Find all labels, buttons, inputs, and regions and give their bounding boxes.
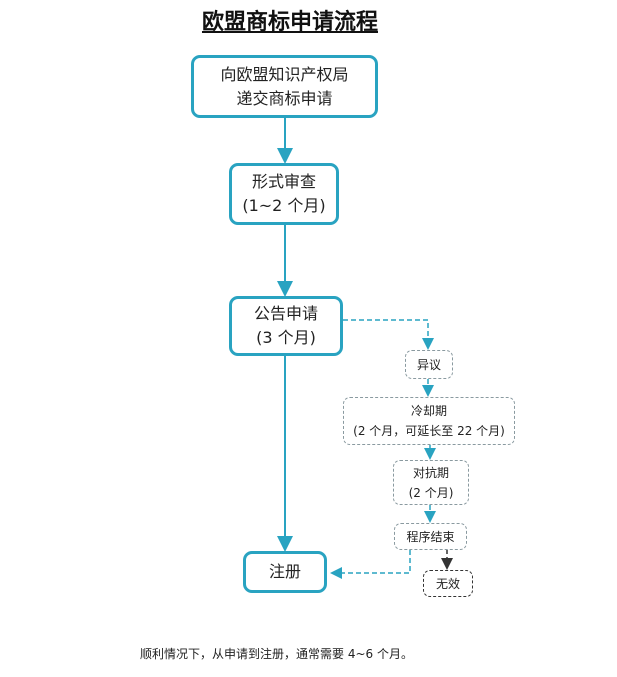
step-publish: 公告申请 (3 个月)	[229, 296, 343, 356]
step-adversarial-line1: 对抗期	[412, 465, 449, 480]
step-formal-line2: (1~2 个月)	[242, 196, 326, 215]
step-opposition-label: 异议	[416, 357, 441, 372]
step-submit: 向欧盟知识产权局 递交商标申请	[191, 55, 378, 118]
step-adversarial-line2: (2 个月)	[408, 485, 454, 500]
step-publish-line2: (3 个月)	[256, 328, 316, 347]
page-title: 欧盟商标申请流程	[201, 10, 378, 35]
step-submit-line2: 递交商标申请	[236, 88, 333, 108]
footer-note: 顺利情况下，从申请到注册，通常需要 4~6 个月。	[140, 647, 413, 661]
step-adversarial: 对抗期 (2 个月)	[393, 460, 469, 505]
arrow-publish-opposition	[343, 319, 434, 350]
step-invalid: 无效	[423, 570, 473, 597]
step-cooling-line1: 冷却期	[410, 404, 447, 418]
step-cooling-line2: (2 个月，可延长至 22 个月)	[353, 424, 505, 438]
step-register: 注册	[243, 551, 327, 593]
step-end-label: 程序结束	[406, 529, 455, 544]
step-submit-line1: 向欧盟知识产权局	[220, 64, 349, 84]
step-end: 程序结束	[394, 523, 467, 550]
step-formal-line1: 形式审查	[251, 172, 316, 191]
step-cooling: 冷却期 (2 个月，可延长至 22 个月)	[343, 397, 515, 445]
step-formal-exam: 形式审查 (1~2 个月)	[229, 163, 339, 225]
step-publish-line1: 公告申请	[253, 304, 318, 323]
step-register-label: 注册	[268, 562, 301, 581]
step-invalid-label: 无效	[435, 576, 460, 591]
arrow-end-register	[330, 550, 411, 579]
step-opposition: 异议	[405, 350, 453, 379]
